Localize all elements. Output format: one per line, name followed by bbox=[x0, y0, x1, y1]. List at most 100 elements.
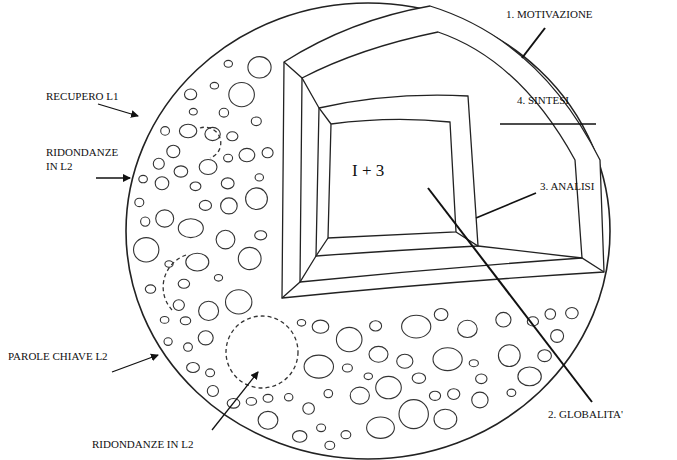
bubble bbox=[206, 369, 215, 377]
bubble bbox=[303, 403, 315, 414]
bubble bbox=[293, 431, 307, 443]
callout-label: RECUPERO L1 bbox=[46, 90, 118, 104]
sphere-outline bbox=[126, 3, 610, 459]
bubble bbox=[221, 198, 238, 214]
bubble bbox=[476, 374, 487, 384]
bubble bbox=[155, 177, 169, 190]
bubble bbox=[173, 300, 184, 311]
bubble bbox=[472, 392, 488, 408]
bubble bbox=[229, 83, 255, 107]
callout-label: RIDONDANZE IN L2 bbox=[92, 438, 193, 452]
bubble bbox=[397, 354, 413, 368]
bubble bbox=[324, 390, 333, 398]
bubble bbox=[141, 217, 150, 226]
bubble bbox=[238, 247, 261, 269]
bubble bbox=[198, 331, 213, 345]
bubble bbox=[199, 301, 219, 320]
bubble bbox=[262, 148, 273, 158]
bubble bbox=[199, 200, 211, 210]
bubble bbox=[317, 424, 326, 432]
bubble bbox=[207, 386, 218, 397]
bubble bbox=[167, 145, 180, 157]
bubble bbox=[312, 320, 329, 333]
bubble bbox=[246, 398, 256, 406]
bubble bbox=[496, 312, 511, 327]
cutaway-shells bbox=[282, 6, 604, 298]
bubble bbox=[156, 210, 174, 227]
bubble bbox=[180, 317, 190, 325]
bubble bbox=[190, 182, 201, 191]
bubble bbox=[263, 394, 273, 402]
bubble bbox=[448, 389, 460, 400]
bubble bbox=[178, 279, 189, 288]
bubble bbox=[186, 253, 209, 271]
bubble bbox=[304, 355, 333, 378]
bubble bbox=[367, 417, 395, 438]
bubble bbox=[224, 60, 232, 67]
bubble bbox=[285, 394, 293, 401]
bubble bbox=[210, 82, 218, 89]
callout-label: 2. GLOBALITA' bbox=[548, 408, 623, 422]
bubble bbox=[364, 373, 372, 380]
bubble bbox=[429, 391, 440, 400]
dashed-circles bbox=[163, 127, 298, 388]
bubble bbox=[434, 309, 448, 321]
bubble bbox=[134, 238, 159, 262]
bubble bbox=[216, 230, 235, 249]
bubble bbox=[350, 387, 369, 404]
bubble bbox=[226, 290, 252, 314]
bubble bbox=[507, 389, 516, 396]
bubble bbox=[246, 188, 268, 210]
bubble bbox=[239, 148, 255, 161]
bubble bbox=[221, 178, 234, 189]
bubble bbox=[160, 317, 169, 324]
callout-label: 4. SINTESI bbox=[517, 94, 569, 108]
bubble bbox=[370, 321, 382, 331]
bubble bbox=[342, 364, 352, 372]
bubble bbox=[255, 231, 267, 240]
bubble bbox=[153, 158, 164, 169]
bubble bbox=[214, 275, 222, 282]
bubble bbox=[139, 175, 148, 182]
bubble bbox=[179, 124, 196, 137]
bubble bbox=[205, 127, 220, 140]
bubble bbox=[145, 285, 155, 293]
bubble bbox=[545, 309, 556, 319]
leader-lines bbox=[96, 28, 596, 430]
bubble bbox=[199, 160, 217, 175]
bubble bbox=[402, 315, 431, 338]
bubble bbox=[135, 198, 144, 206]
bubble bbox=[336, 327, 362, 351]
bubble bbox=[174, 166, 188, 177]
bubble bbox=[412, 373, 425, 383]
bubble bbox=[341, 431, 351, 439]
bubble bbox=[248, 57, 271, 78]
bubble bbox=[185, 89, 197, 100]
bubble bbox=[224, 154, 233, 162]
callout-label: 3. ANALISI bbox=[540, 180, 594, 194]
callout-label: 1. MOTIVAZIONE bbox=[506, 8, 593, 22]
bubble bbox=[219, 108, 228, 117]
bubble bbox=[178, 219, 203, 238]
bubble bbox=[433, 348, 462, 371]
bubble bbox=[251, 117, 261, 126]
bubble bbox=[399, 400, 428, 429]
bubble bbox=[458, 320, 478, 337]
bubble bbox=[161, 127, 170, 136]
bubble bbox=[369, 346, 388, 362]
bubble bbox=[164, 338, 172, 346]
bubble bbox=[187, 363, 200, 373]
bubble bbox=[498, 345, 520, 367]
bubble bbox=[184, 343, 193, 351]
bubble bbox=[566, 308, 579, 319]
callout-label: RIDONDANZE IN L2 bbox=[46, 146, 128, 174]
bubble bbox=[297, 320, 305, 327]
bubble bbox=[518, 367, 541, 386]
callout-label: PAROLE CHIAVE L2 bbox=[8, 350, 108, 364]
bubble bbox=[538, 350, 552, 362]
bubble bbox=[551, 330, 564, 343]
core-label: I + 3 bbox=[352, 160, 384, 181]
bubble bbox=[376, 376, 402, 398]
